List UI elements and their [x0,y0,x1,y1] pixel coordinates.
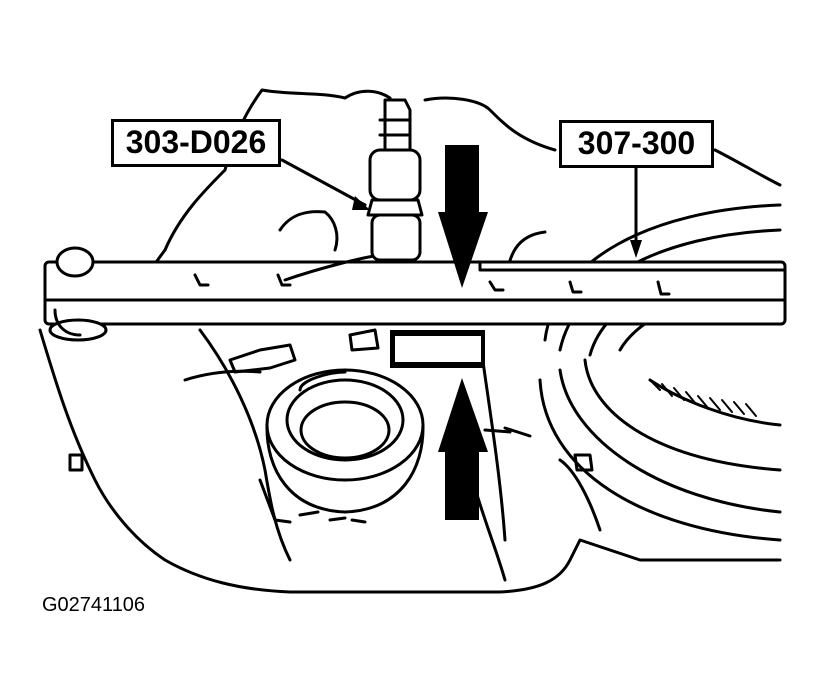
leader-303 [280,158,367,207]
housing-left-wall [38,328,782,594]
force-arrow-down [438,145,488,288]
arrow-leader-307-head [630,240,642,258]
bearing-rings-right [538,203,782,542]
tool-bar-307-300 [43,253,787,326]
callout-tool-307-300: 307-300 [559,120,714,168]
tool-screw-303-D026 [366,98,424,262]
pivot-bolt [48,246,108,342]
callout-tool-303-D026: 303-D026 [111,119,281,167]
seal-ring [265,368,425,514]
force-arrow-up [438,378,488,520]
housing-outline [163,88,782,252]
arrow-leader-303-head [352,196,370,210]
figure-id-label: G02741106 [42,594,146,616]
